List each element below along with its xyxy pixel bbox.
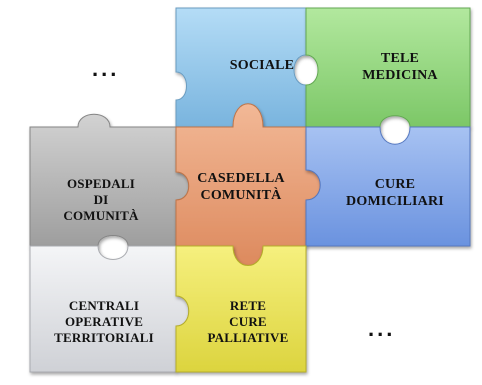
ellipsis-top-left: ... bbox=[92, 56, 120, 81]
puzzle-piece-rete bbox=[175, 245, 307, 373]
label-centrali: CENTRALI OPERATIVE TERRITORIALI bbox=[54, 298, 154, 345]
label-ospedali: OSPEDALI DI COMUNITÀ bbox=[63, 176, 139, 223]
label-cure-domiciliari: CURE DOMICILIARI bbox=[346, 177, 444, 210]
puzzle-piece-cure-domiciliari bbox=[305, 126, 471, 247]
ellipsis-bottom-right: ... bbox=[368, 316, 396, 341]
label-case: CASEDELLA COMUNITÀ bbox=[197, 171, 285, 204]
label-rete: RETE CURE PALLIATIVE bbox=[207, 298, 289, 345]
label-sociale: SOCIALE bbox=[229, 58, 295, 73]
label-telemedicina: TELE MEDICINA bbox=[362, 51, 438, 84]
